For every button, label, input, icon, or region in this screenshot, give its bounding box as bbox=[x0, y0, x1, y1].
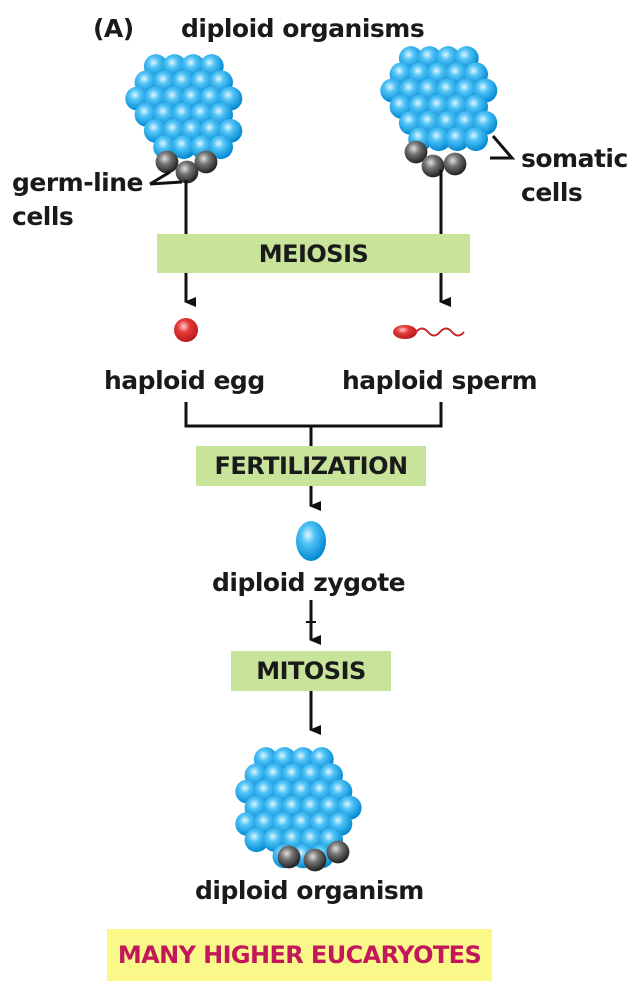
germ-line-cell bbox=[277, 845, 301, 869]
somatic-cell bbox=[464, 127, 488, 152]
diploid-organism-left bbox=[125, 54, 243, 184]
egg-icon bbox=[174, 318, 198, 342]
germ-line-cell bbox=[326, 840, 350, 864]
title: diploid organisms bbox=[181, 14, 425, 43]
haploid-egg-label: haploid egg bbox=[104, 366, 265, 395]
germ-line-cell bbox=[175, 160, 199, 184]
meiosis-label: MEIOSIS bbox=[258, 239, 369, 268]
sperm-tail bbox=[415, 327, 465, 337]
germ-line-cell bbox=[303, 848, 327, 872]
zygote-icon bbox=[296, 521, 326, 561]
haploid-sperm-label: haploid sperm bbox=[342, 366, 538, 395]
germ-line-pointer bbox=[149, 170, 183, 186]
somatic-pointer bbox=[490, 135, 516, 160]
germ-line-label-2: cells bbox=[12, 202, 74, 231]
somatic-cell bbox=[445, 127, 470, 152]
sperm-icon bbox=[393, 325, 417, 339]
somatic-label-2: cells bbox=[521, 178, 583, 207]
germ-line-cell bbox=[155, 150, 179, 174]
somatic-cell bbox=[171, 135, 196, 160]
meiosis-box: MEIOSIS bbox=[157, 234, 470, 273]
mitosis-label: MITOSIS bbox=[256, 657, 366, 685]
fertilization-label: FERTILIZATION bbox=[214, 452, 408, 480]
diploid-organism-label: diploid organism bbox=[195, 876, 424, 905]
somatic-cell bbox=[209, 135, 233, 160]
germ-line-cell bbox=[194, 150, 218, 174]
diploid-zygote-label: diploid zygote bbox=[212, 568, 406, 597]
germ-line-cell bbox=[421, 154, 445, 178]
somatic-cell bbox=[244, 828, 269, 853]
germ-line-label-1: germ-line bbox=[12, 168, 144, 197]
fertilization-box: FERTILIZATION bbox=[196, 446, 426, 486]
diploid-organism-right bbox=[380, 46, 498, 178]
somatic-cell bbox=[426, 127, 451, 152]
somatic-label-1: somatic bbox=[521, 144, 628, 173]
fertilization-bracket bbox=[184, 402, 443, 428]
germ-line-cell bbox=[404, 140, 428, 164]
mitosis-box: MITOSIS bbox=[231, 651, 391, 691]
panel-label: (A) bbox=[93, 14, 134, 43]
diploid-organism-offspring bbox=[235, 747, 362, 872]
germ-line-cell bbox=[443, 152, 467, 176]
organism-group-banner: MANY HIGHER EUCARYOTES bbox=[107, 929, 492, 981]
banner-label: MANY HIGHER EUCARYOTES bbox=[117, 941, 482, 969]
